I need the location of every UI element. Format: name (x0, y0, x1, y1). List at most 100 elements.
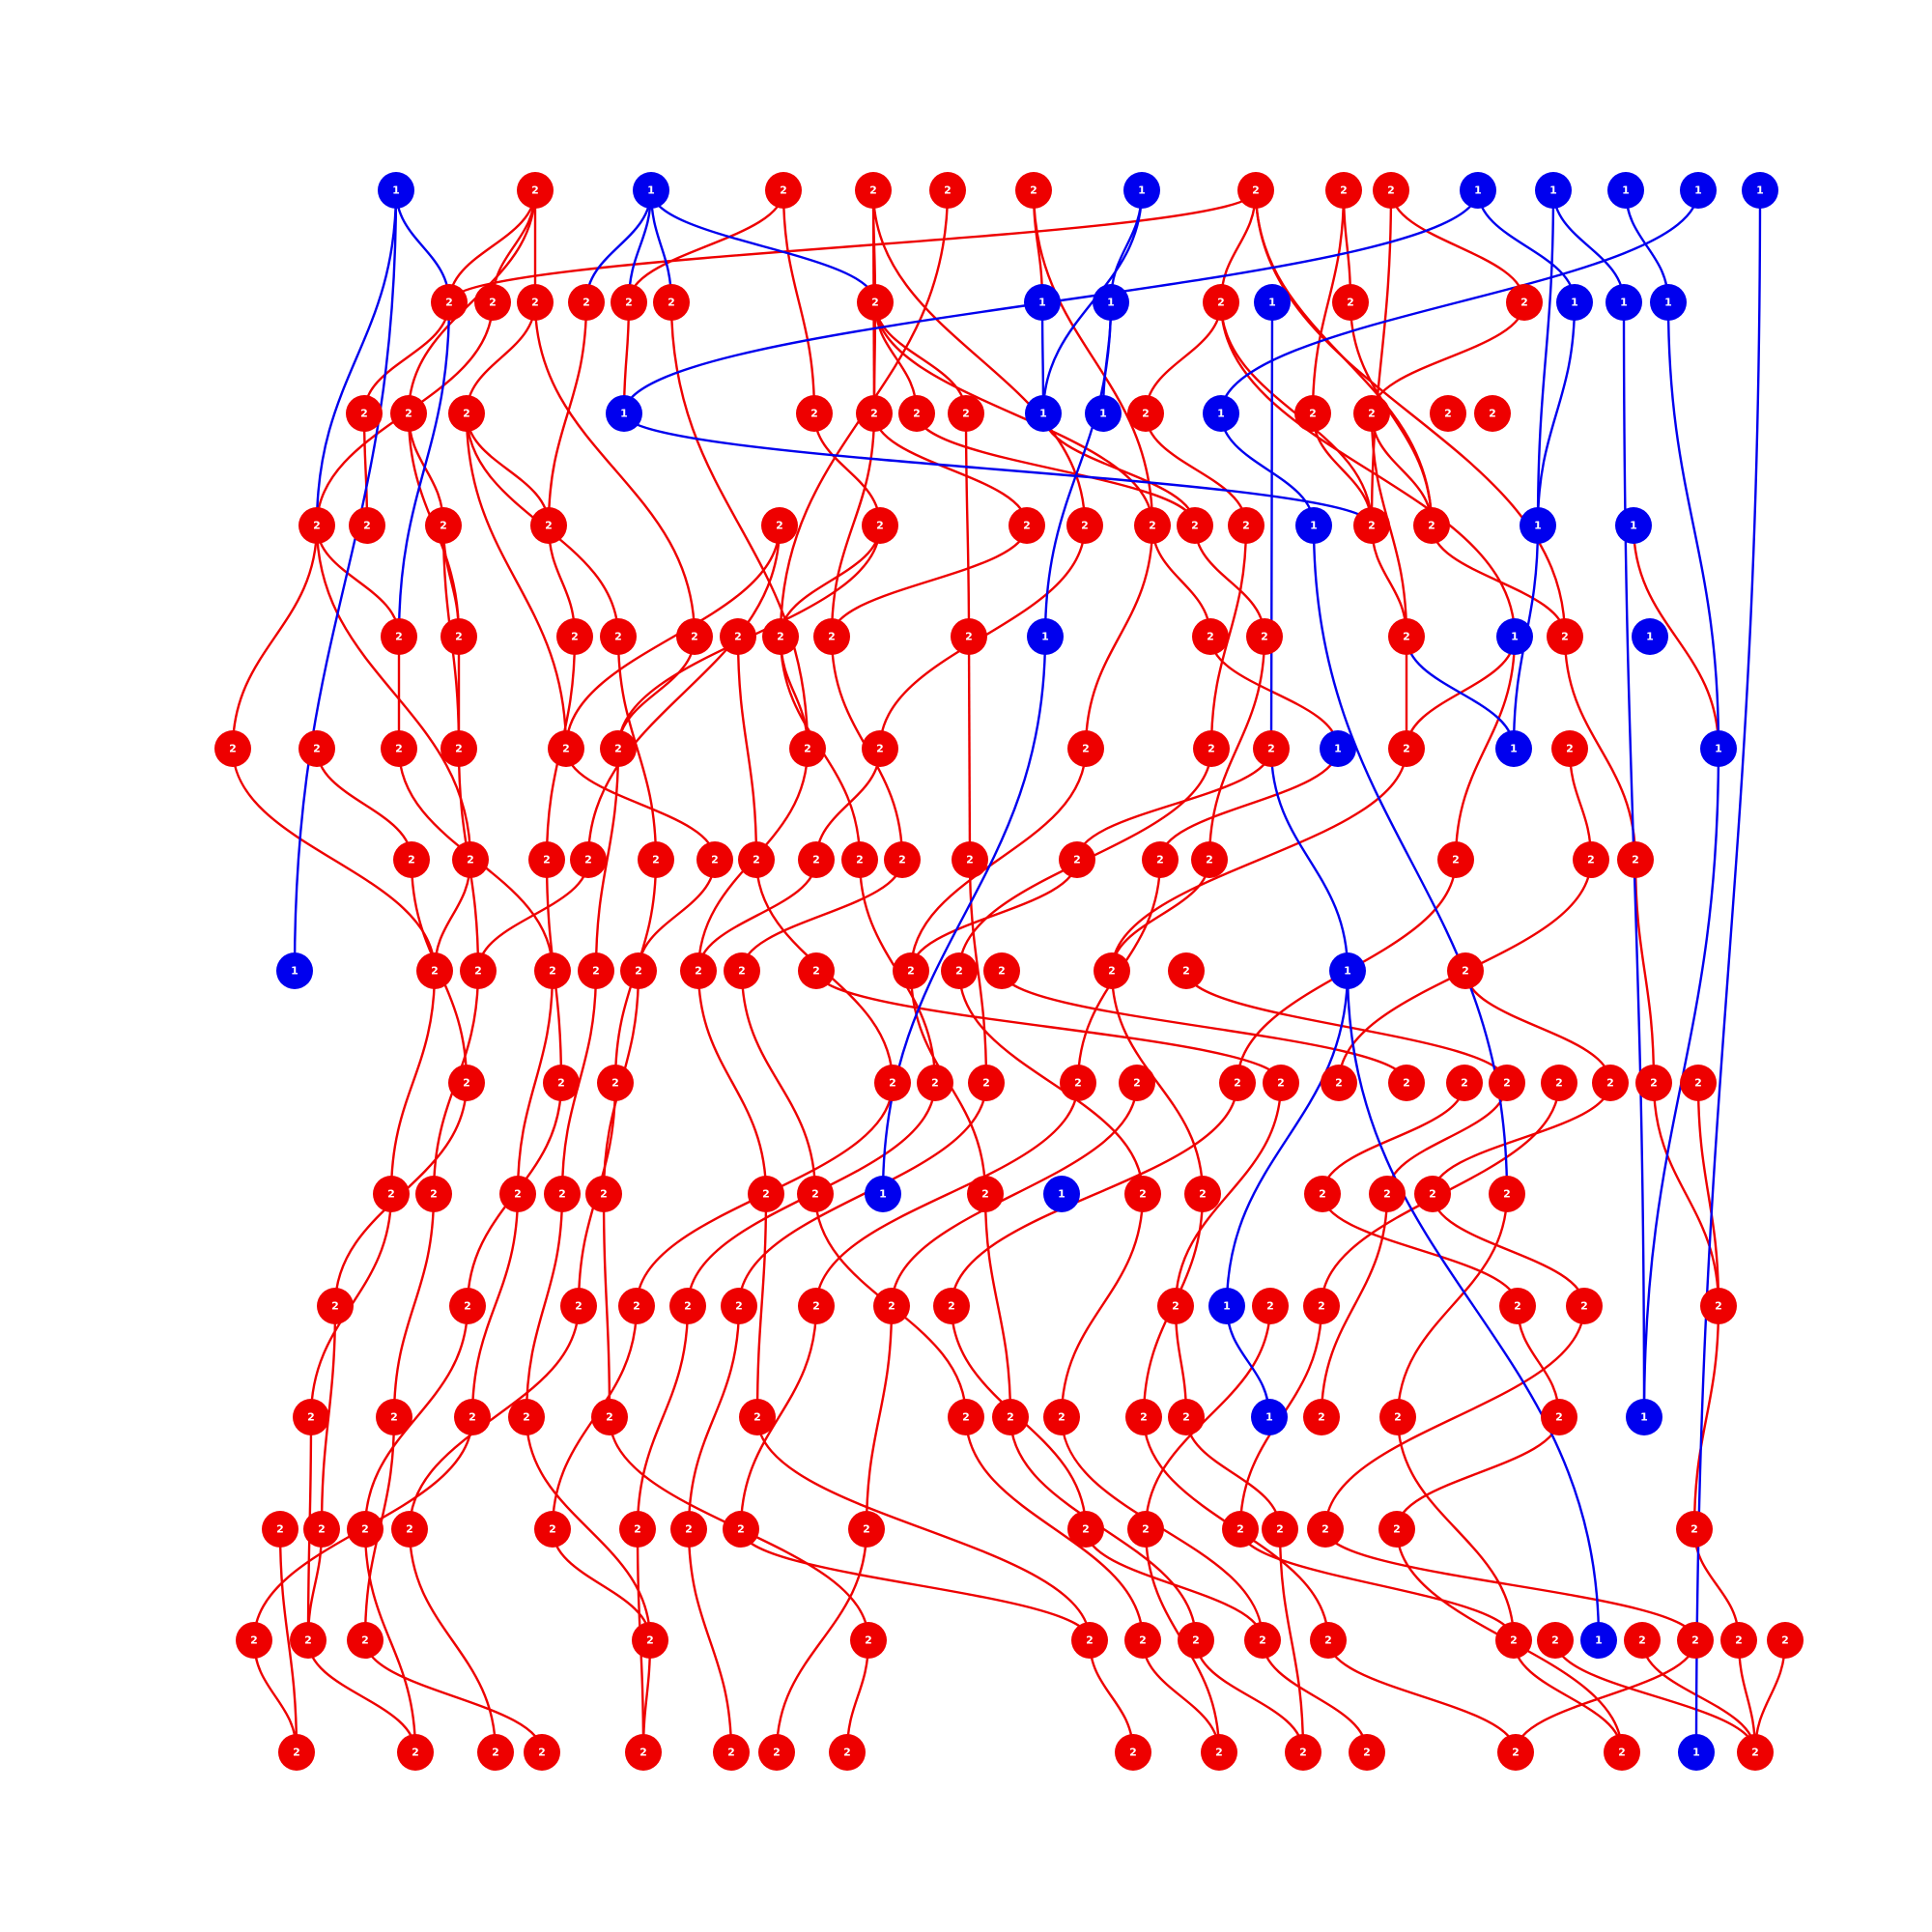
node-label: 2 (737, 1523, 745, 1536)
node-label: 2 (1030, 185, 1037, 197)
node-label: 2 (876, 520, 884, 532)
node-r13-1: 2 (262, 1511, 298, 1548)
node-label: 2 (1321, 1523, 1329, 1536)
red-edge-138 (950, 1082, 1239, 1307)
node-r8-14: 2 (1168, 952, 1205, 989)
node-label: 2 (1587, 854, 1595, 867)
node-r4-14: 2 (1413, 507, 1450, 544)
node-label: 2 (913, 408, 921, 420)
node-label: 2 (634, 1523, 641, 1536)
red-edge-41 (465, 412, 568, 750)
blue-edge-3 (584, 189, 653, 303)
node-label: 2 (1690, 1523, 1698, 1536)
node-r11-9: 2 (933, 1288, 970, 1324)
node-circle (1193, 730, 1230, 767)
node-circle (1388, 618, 1425, 655)
node-circle (600, 618, 637, 655)
node-circle (1228, 507, 1264, 544)
node-r3-1: 2 (346, 395, 383, 432)
node-circle (499, 1176, 536, 1212)
node-circle (1604, 1734, 1640, 1771)
node-circle (951, 618, 987, 655)
red-edge-81 (1208, 636, 1266, 861)
node-label: 2 (1142, 1523, 1150, 1536)
node-circle (1495, 730, 1532, 767)
node-label: 2 (304, 1634, 312, 1647)
node-label: 2 (1074, 1077, 1082, 1090)
node-circle (1222, 1511, 1259, 1548)
node-circle (638, 841, 674, 878)
node-r14-14: 2 (1624, 1622, 1661, 1659)
node-circle (857, 284, 894, 321)
node-label: 2 (1691, 1634, 1699, 1647)
node-r4-3: 2 (425, 507, 462, 544)
red-edge-11 (1032, 189, 1154, 526)
red-edge-92 (814, 748, 882, 861)
node-label: 2 (489, 297, 497, 309)
node-r6-9: 2 (1067, 730, 1104, 767)
node-label: 2 (1368, 408, 1376, 420)
node-r14-4: 2 (632, 1622, 668, 1659)
node-label: 1 (1310, 520, 1318, 532)
node-circle (1677, 1622, 1714, 1659)
node-label: 2 (668, 297, 675, 309)
node-circle (1067, 1511, 1104, 1548)
node-circle (1632, 618, 1668, 655)
node-circle (556, 618, 593, 655)
red-edge-215 (1553, 1639, 1757, 1753)
node-label: 1 (1595, 1634, 1603, 1647)
node-circle (856, 395, 893, 432)
node-label: 2 (1512, 1747, 1520, 1759)
node-r5-11: 2 (1192, 618, 1229, 655)
node-circle (376, 1399, 412, 1435)
node-circle (1650, 284, 1687, 321)
node-circle (739, 1399, 776, 1435)
red-edge-148 (470, 1193, 520, 1418)
node-circle (1124, 1622, 1161, 1659)
node-label: 1 (1107, 297, 1115, 309)
node-circle (1304, 1176, 1341, 1212)
node-circle (1497, 1734, 1534, 1771)
node-r13-15: 2 (1378, 1511, 1415, 1548)
node-r6-1: 2 (214, 730, 251, 767)
node-circle (530, 507, 567, 544)
node-r9-4: 2 (874, 1065, 911, 1101)
node-r2-1: 2 (431, 284, 468, 321)
node-label: 2 (810, 408, 818, 420)
node-label: 2 (1606, 1077, 1614, 1090)
node-label: 2 (753, 854, 760, 867)
node-label: 2 (1207, 631, 1214, 643)
red-edge-3 (407, 189, 537, 414)
node-circle (1191, 841, 1228, 878)
node-label: 2 (455, 631, 463, 643)
red-edge-43 (872, 412, 1029, 526)
node-circle (941, 952, 978, 989)
node-circle (448, 1065, 485, 1101)
node-label: 2 (735, 1300, 743, 1313)
node-circle (761, 507, 798, 544)
node-circle (1635, 1065, 1672, 1101)
node-r12-12: 1 (1251, 1399, 1288, 1435)
node-label: 2 (1694, 1077, 1702, 1090)
node-label: 2 (1347, 297, 1354, 309)
node-label: 2 (777, 631, 784, 643)
node-circle (1252, 1288, 1289, 1324)
node-label: 2 (614, 631, 622, 643)
red-edge-18 (1389, 189, 1526, 303)
red-edge-166 (739, 1305, 818, 1530)
node-r3-3: 2 (448, 395, 485, 432)
blue-edge-15 (1694, 189, 1762, 1753)
node-r13-8: 2 (723, 1511, 759, 1548)
node-circle (1489, 1065, 1525, 1101)
node-circle (967, 1176, 1004, 1212)
node-label: 2 (313, 520, 321, 532)
red-edge-188 (278, 1528, 298, 1753)
node-label: 2 (1129, 1747, 1137, 1759)
node-label: 2 (1735, 1634, 1743, 1647)
node-circle (1307, 1511, 1344, 1548)
node-label: 2 (1236, 1523, 1244, 1536)
node-circle (1566, 1288, 1603, 1324)
red-edge-61 (830, 525, 1029, 638)
node-circle (1253, 730, 1290, 767)
red-edge-110 (909, 859, 1079, 972)
